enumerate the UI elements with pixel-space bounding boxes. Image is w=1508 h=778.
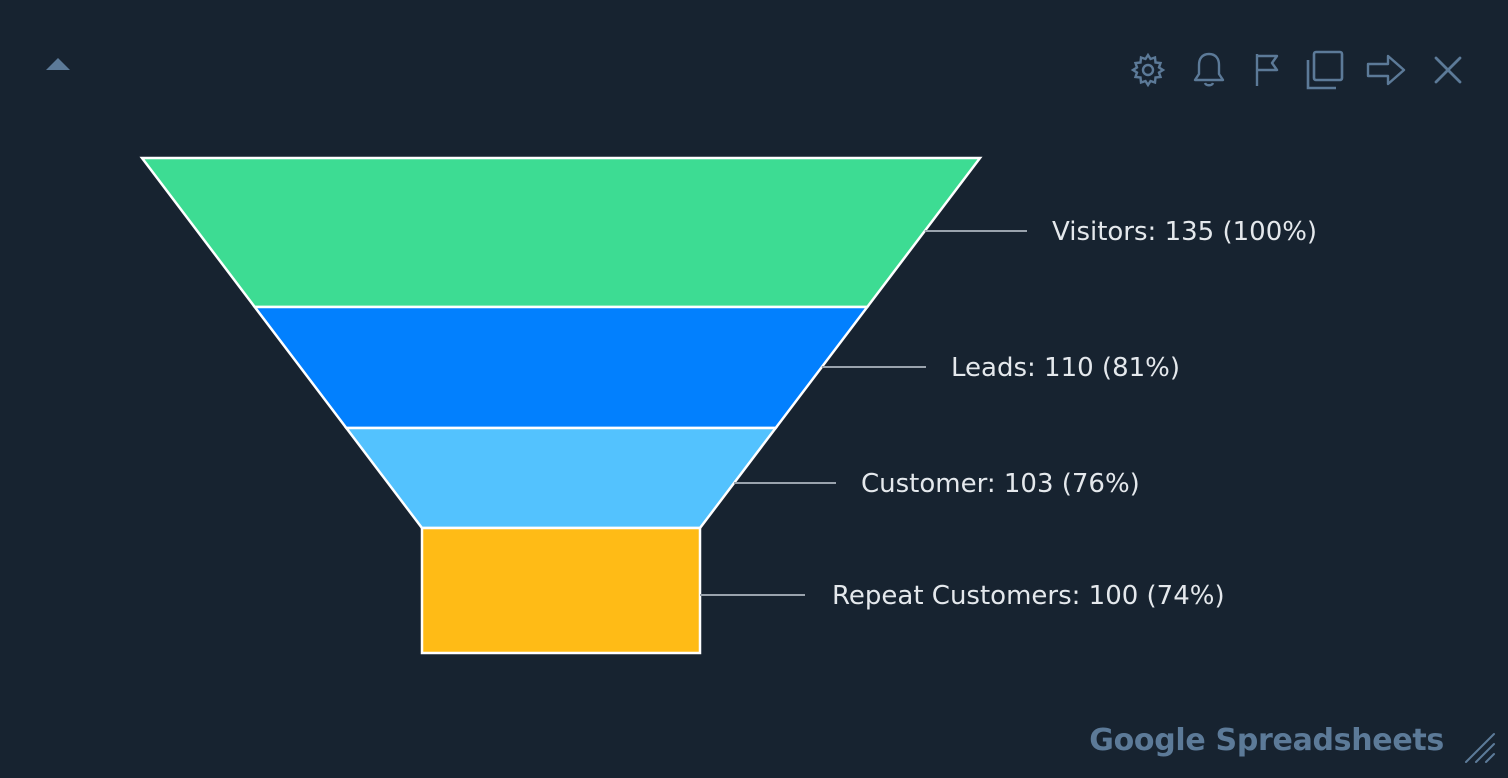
arrow-right-icon[interactable] (1364, 46, 1412, 94)
funnel-segment-visitors[interactable] (139, 156, 983, 309)
data-label: Visitors: 135 (100%) (1052, 217, 1317, 247)
source-label: Google Spreadsheets (1089, 723, 1444, 758)
duplicate-icon[interactable] (1300, 46, 1348, 94)
close-icon[interactable] (1424, 46, 1472, 94)
widget-toolbar (1124, 46, 1474, 94)
bell-icon[interactable] (1185, 46, 1233, 94)
data-label: Customer: 103 (76%) (861, 469, 1140, 499)
funnel-segment-customer[interactable] (343, 426, 779, 530)
resize-handle-icon[interactable] (1462, 730, 1498, 766)
data-label: Leads: 110 (81%) (951, 353, 1180, 383)
collapse-up-icon[interactable] (38, 50, 78, 80)
funnel-segment-leads[interactable] (252, 305, 870, 430)
funnel-segment-repeat-customers[interactable] (420, 526, 702, 655)
flag-icon[interactable] (1243, 46, 1291, 94)
data-label: Repeat Customers: 100 (74%) (832, 581, 1225, 611)
gear-icon[interactable] (1124, 46, 1172, 94)
